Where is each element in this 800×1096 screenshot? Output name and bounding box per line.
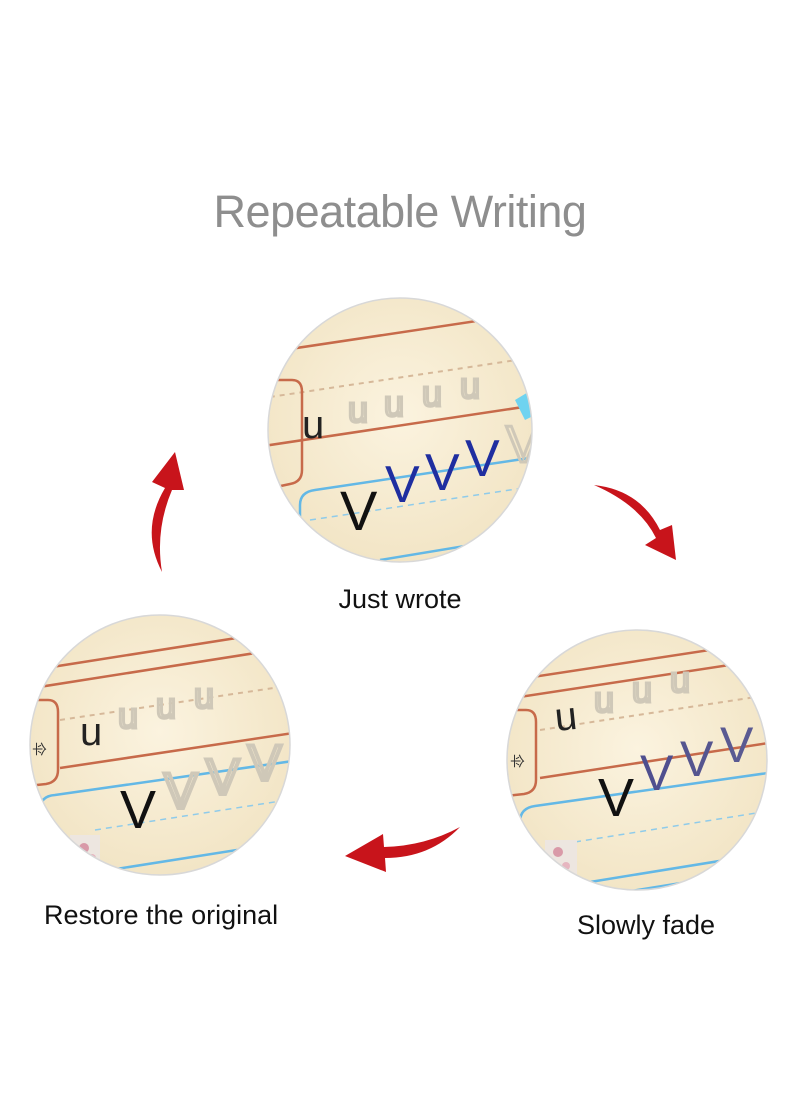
svg-text:u: u xyxy=(118,695,138,736)
svg-text:V: V xyxy=(206,749,240,805)
svg-text:u: u xyxy=(384,383,404,424)
svg-text:V: V xyxy=(720,717,754,773)
restore-circle: 伞 u u u u V V V V xyxy=(29,614,291,876)
svg-text:V: V xyxy=(506,416,541,474)
svg-text:u: u xyxy=(80,710,102,754)
caption-just-wrote: Just wrote xyxy=(338,584,462,614)
svg-text:u: u xyxy=(460,365,480,406)
svg-text:V: V xyxy=(640,745,674,801)
svg-text:u: u xyxy=(156,685,176,726)
svg-text:u: u xyxy=(552,694,579,740)
svg-text:u: u xyxy=(194,675,214,716)
svg-text:V: V xyxy=(465,430,500,488)
svg-text:u: u xyxy=(670,659,690,700)
page-title: Repeatable Writing xyxy=(213,186,587,237)
letter-v-ink: V xyxy=(385,456,420,514)
svg-text:V: V xyxy=(120,780,156,840)
svg-text:u: u xyxy=(422,373,442,414)
caption-restore-original: Restore the original xyxy=(44,900,279,930)
svg-text:V: V xyxy=(598,768,634,828)
svg-text:伞: 伞 xyxy=(30,742,47,756)
arrow-right-down-icon xyxy=(594,485,676,560)
just-wrote-circle: u u u u u V V V V V xyxy=(267,297,541,563)
svg-text:u: u xyxy=(594,679,614,720)
slowly-fade-circle: 伞 u u u u V V V V xyxy=(506,629,768,891)
letter-v-black: V xyxy=(340,479,378,542)
arrow-left-up-icon xyxy=(151,452,184,572)
arrow-bottom-left-icon xyxy=(345,827,460,872)
svg-text:V: V xyxy=(164,763,198,819)
letter-u-black: u xyxy=(302,403,324,447)
svg-text:V: V xyxy=(425,444,460,502)
svg-text:V: V xyxy=(680,731,714,787)
svg-text:u: u xyxy=(348,389,368,430)
caption-slowly-fade: Slowly fade xyxy=(577,910,716,940)
svg-text:V: V xyxy=(248,735,282,791)
svg-text:u: u xyxy=(632,669,652,710)
svg-text:伞: 伞 xyxy=(508,754,525,768)
